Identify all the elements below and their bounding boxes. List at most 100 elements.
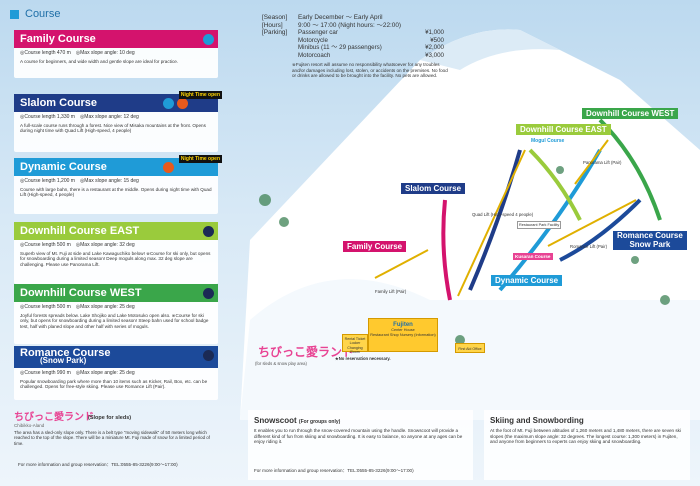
chibi-logo: ちびっこ愛ランド [258, 345, 355, 359]
sled-desc: The area has a sled-only slope only. The… [14, 430, 210, 446]
center-house-sub: Restaurant Shop Nursery (Information) [370, 332, 436, 337]
course-title: Downhill Course EAST [14, 222, 218, 240]
course-title-text: Downhill Course EAST [20, 225, 140, 237]
course-title: Slalom Course Night Time open [14, 91, 222, 112]
course-card-downhill-west[interactable]: Downhill Course WEST ◎Course length 500 … [14, 284, 218, 344]
parking-row: Motorcycle¥500 [298, 36, 444, 44]
section-header: Course [10, 8, 60, 20]
course-spec: ◎Course length 990 m ◎Max slope angle: 2… [20, 370, 135, 376]
sled-logo-sub: Chibikko-Aland [14, 423, 45, 428]
snowscoot-panel: Snowscoot (For groups only) It enables y… [248, 410, 473, 480]
night-open-badge: Night Time open [178, 91, 222, 99]
map-label-romance[interactable]: Romance Course Snow Park [613, 231, 687, 250]
season-key: [Season] [262, 14, 288, 21]
map-label-panorama-lift: Panorama Lift (Pair) [583, 160, 622, 165]
course-desc: Joyful forests spreads below. Lake Shoji… [20, 312, 209, 329]
course-desc: A full-scale course runs through a fores… [20, 122, 206, 134]
map-label-slalom[interactable]: Slalom Course [401, 183, 466, 194]
romance-trail [559, 198, 642, 262]
course-spec: ◎Course length 1,200 m ◎Max slope angle:… [20, 178, 139, 184]
course-spec: ◎Course length 500 m ◎Max slope angle: 3… [20, 242, 135, 248]
course-card-slalom[interactable]: Slalom Course Night Time open ◎Course le… [14, 91, 222, 152]
hours-value: 9:00 ～ 17:00 (Night hours: ～22:00) [298, 21, 402, 29]
course-desc: Course with large bahn, there is a resta… [20, 186, 212, 198]
snowscoot-contact: For more information and group reservati… [254, 468, 414, 473]
course-title-text: Family Course [20, 33, 96, 45]
course-spec: ◎Course length 1,330 m ◎Max slope angle:… [20, 114, 139, 120]
dynamic-trail [498, 149, 602, 292]
intermediate-icon [163, 162, 174, 173]
family-lift-line [374, 249, 429, 279]
advanced-icon [203, 226, 214, 237]
course-spec: ◎Course length 500 m ◎Max slope angle: 2… [20, 304, 135, 310]
course-card-romance[interactable]: Romance Course (Snow Park) ◎Course lengt… [14, 346, 218, 400]
parking-table: Passenger car¥1,000 Motorcycle¥500 Minib… [298, 29, 444, 59]
sled-label: (Slope for sleds) [88, 415, 132, 421]
night-open-badge: Night Time open [178, 155, 222, 163]
skiing-title: Skiing and Snowbording [490, 416, 584, 425]
rental-building[interactable]: Rental Ticket Locker Changing Room [342, 334, 368, 354]
parking-row: Passenger car¥1,000 [298, 29, 444, 36]
sled-section: ちびっこ愛ランド Chibikko-Aland (Slope for sleds… [14, 408, 218, 446]
beginner-icon [163, 98, 174, 109]
parking-row: Motorcoach¥3,000 [298, 51, 444, 59]
beginner-icon [203, 34, 214, 45]
romance-lift-line [547, 199, 637, 247]
downhill-east-trail [528, 148, 582, 221]
fujiten-label: Fujiten [393, 322, 413, 328]
course-subtitle: (Snow Park) [40, 356, 87, 365]
panorama-lift-line [574, 139, 609, 185]
map-label-dynamic[interactable]: Dynamic Course [491, 275, 563, 286]
advanced-icon [203, 350, 214, 361]
map-label-quad-lift: Quad Lift (High-speed 4 people) [472, 212, 534, 217]
map-label-romance-line1: Romance Course [617, 231, 683, 240]
course-spec: ◎Course length 470 m ◎Max slope angle: 1… [20, 50, 135, 56]
map-label-kusaran[interactable]: Kusaran Course [513, 253, 553, 260]
course-card-downhill-east[interactable]: Downhill Course EAST ◎Course length 500 … [14, 222, 218, 284]
first-aid-building[interactable]: First Aid Office [455, 343, 485, 353]
intermediate-icon [177, 98, 188, 109]
slalom-trail [468, 149, 522, 291]
map-label-downhill-east[interactable]: Downhill Course EAST [516, 124, 611, 135]
course-title: Dynamic Course Night Time open [14, 155, 222, 176]
map-label-downhill-west[interactable]: Downhill Course WEST [582, 108, 679, 119]
snowscoot-desc: It enables you to run through the snow-c… [254, 428, 463, 445]
section-title: Course [25, 8, 61, 20]
course-title-text: Slalom Course [20, 97, 98, 109]
center-house-label: Center House [391, 328, 415, 332]
map-label-park-facility: Restaurant Park Facility [517, 221, 562, 229]
chibi-sub: (for sleds & snow play area) [255, 361, 307, 366]
header-square-icon [10, 9, 19, 19]
snowscoot-title: Snowscoot (For groups only) [254, 416, 341, 425]
course-card-family[interactable]: Family Course ◎Course length 470 m ◎Max … [14, 30, 218, 78]
resort-notice: ※Fujiten resort will assume no responsib… [292, 62, 448, 79]
contact-info-left: For more information and group reservati… [18, 462, 178, 467]
course-title-text: Downhill Course WEST [20, 287, 142, 299]
season-value: Early December ～ Early April [298, 14, 383, 21]
course-card-dynamic[interactable]: Dynamic Course Night Time open ◎Course l… [14, 155, 222, 214]
parking-row: Minibus (11 ～ 29 passengers)¥2,000 [298, 44, 444, 52]
course-desc: Popular snowboarding park where more tha… [20, 378, 208, 390]
course-title-text: Romance Course [20, 347, 111, 359]
course-desc: Superb view of Mt. Fuji at side and Lake… [20, 250, 211, 267]
advanced-icon [203, 288, 214, 299]
reservation-note: ★No reservation necessary. [335, 356, 391, 361]
quad-lift-line [457, 149, 526, 297]
parking-key: [Parking] [262, 29, 288, 37]
course-desc: A course for beginners, and wide width a… [20, 58, 179, 64]
skiing-panel: Skiing and Snowbording At the foot of Mt… [484, 410, 690, 480]
course-title: Romance Course (Snow Park) [14, 346, 218, 368]
skiing-desc: At the foot of Mt. Fuji between altitude… [490, 428, 681, 445]
course-title: Family Course [14, 30, 218, 48]
map-label-mogul[interactable]: Mogul Course [531, 138, 565, 144]
course-title-text: Dynamic Course [20, 161, 107, 173]
mountain-shade [420, 29, 560, 70]
map-label-romance-line2: Snow Park [629, 239, 671, 249]
info-block: [Season] Early December ～ Early April [Ho… [262, 14, 401, 37]
map-label-family[interactable]: Family Course [343, 241, 407, 252]
center-house-building[interactable]: Fujiten Center House Restaurant Shop Nur… [368, 318, 438, 352]
hours-key: [Hours] [262, 21, 283, 29]
family-trail [441, 199, 452, 301]
map-label-romance-lift: Romance Lift (Pair) [570, 244, 608, 249]
map-label-family-lift: Family Lift (Pair) [375, 289, 407, 294]
